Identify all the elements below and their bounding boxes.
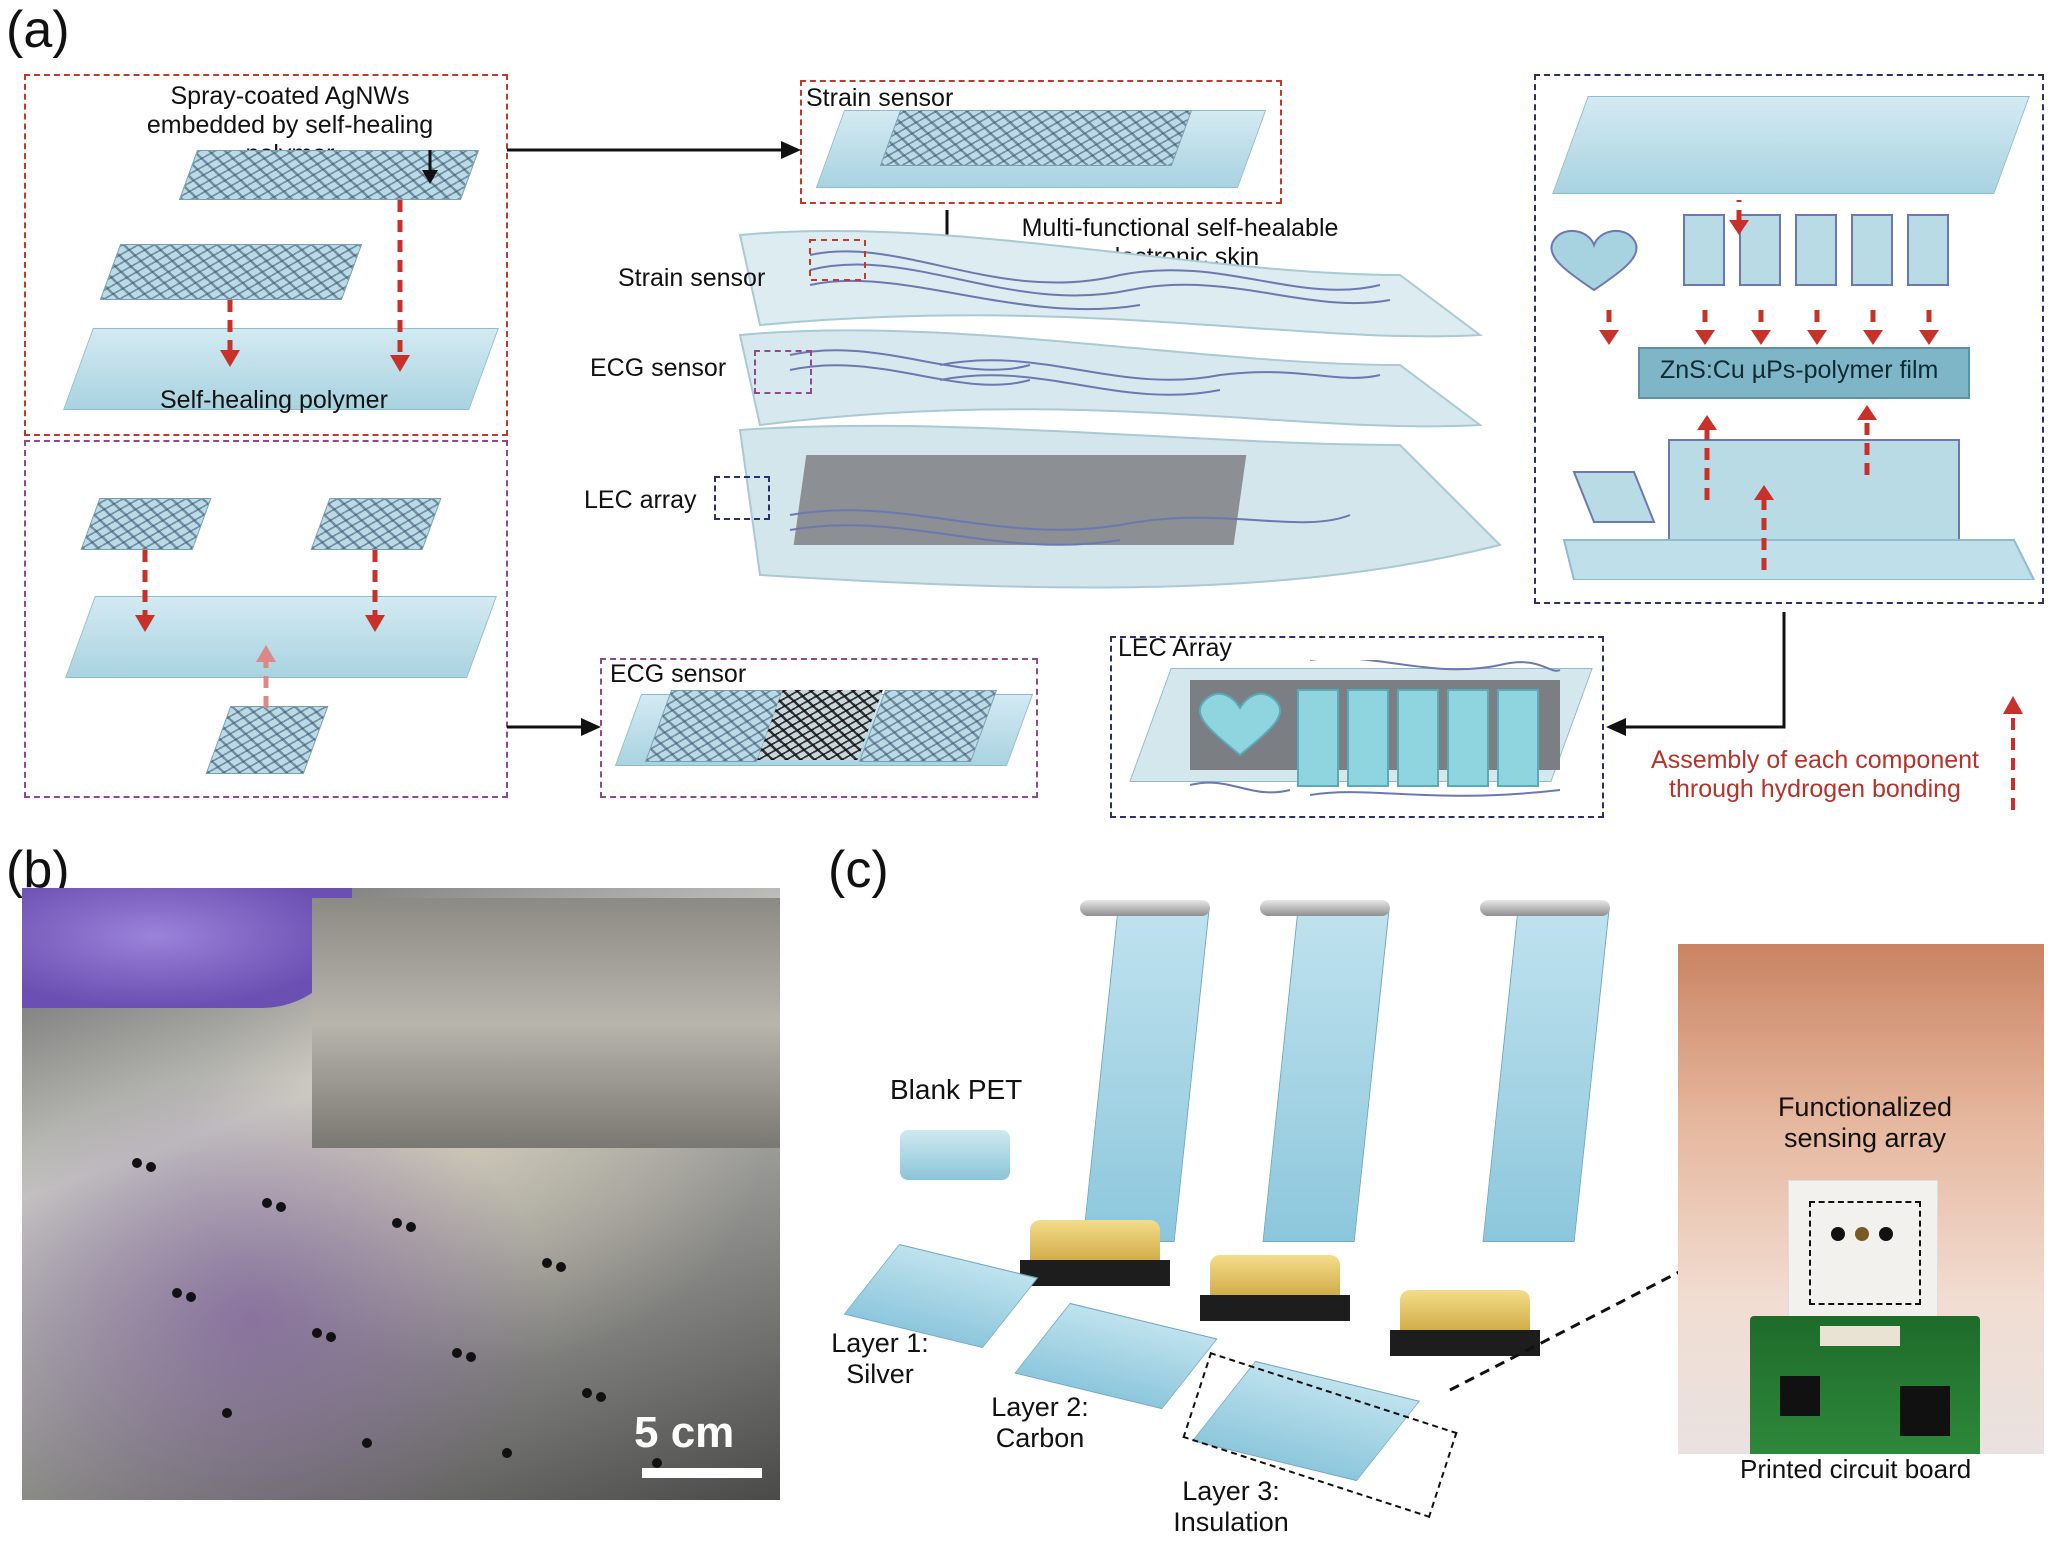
lec-array-box <box>1110 636 1604 818</box>
arrow-to-ecg-sensor <box>507 718 601 736</box>
self-healing-polymer-label: Self-healing polymer <box>160 386 388 414</box>
lec-fabrication-box <box>1534 74 2044 604</box>
stencil-printing-photo: 5 cm <box>22 888 780 1500</box>
skin-title: Multi-functional self-healable electroni… <box>1021 214 1339 271</box>
lec-fabrication-parts <box>1550 200 2036 580</box>
strain-fabrication-box <box>24 74 508 436</box>
blank-pet-label: Blank PET <box>890 1074 1023 1105</box>
strain-sensor-title: Strain sensor <box>806 84 954 112</box>
strain-sensor-box <box>800 80 1282 204</box>
skin-label-lec: LEC array <box>584 486 697 514</box>
legend-arrow <box>2003 696 2023 810</box>
ecg-indicator-box <box>754 350 812 394</box>
arrow-to-lec-array <box>1606 612 1786 736</box>
circuit-board <box>1750 1316 1980 1454</box>
lec-film-label: ZnS:Cu µPs-polymer film <box>1660 356 1939 384</box>
electronic-skin-illustration <box>738 229 1502 589</box>
strain-sensor-mesh <box>879 110 1193 166</box>
scale-bar-label: 5 cm <box>634 1408 735 1457</box>
skin-label-strain: Strain sensor <box>618 264 766 292</box>
panel-label-c: (c) <box>828 841 889 899</box>
sensing-array-label: Functionalized sensing array <box>1777 1092 1953 1154</box>
layer-1-label: Layer 1: Silver <box>831 1328 929 1390</box>
ecg-sensor-box <box>600 658 1038 798</box>
gloved-hand <box>22 888 352 1008</box>
ecg-sensor-title: ECG sensor <box>610 660 747 688</box>
lec-indicator-box <box>714 476 770 520</box>
printed-patterns <box>112 1158 732 1478</box>
printer-head <box>312 898 780 1148</box>
lec-array-illustration <box>1189 660 1561 797</box>
ecg-fabrication-box <box>24 440 508 798</box>
pcb-label: Printed circuit board <box>1740 1454 1972 1484</box>
skin-label-ecg: ECG sensor <box>590 354 727 382</box>
arrow-to-strain-sensor <box>507 141 801 159</box>
layer-3-label: Layer 3: Insulation <box>1173 1476 1289 1538</box>
panel-label-a: (a) <box>6 1 70 59</box>
wrist-photo <box>1678 944 2044 1454</box>
roll-to-roll-printer <box>840 890 1660 1530</box>
layer-2-label: Layer 2: Carbon <box>991 1392 1089 1454</box>
lec-array-title: LEC Array <box>1118 634 1232 662</box>
assembly-legend: Assembly of each component through hydro… <box>1651 746 1979 803</box>
sensing-patch <box>1788 1180 1938 1322</box>
lec-top-film <box>1552 96 2030 194</box>
assembly-arrows-ecg <box>135 550 385 708</box>
assembly-arrows-strain <box>220 150 438 372</box>
scale-bar <box>642 1468 762 1478</box>
